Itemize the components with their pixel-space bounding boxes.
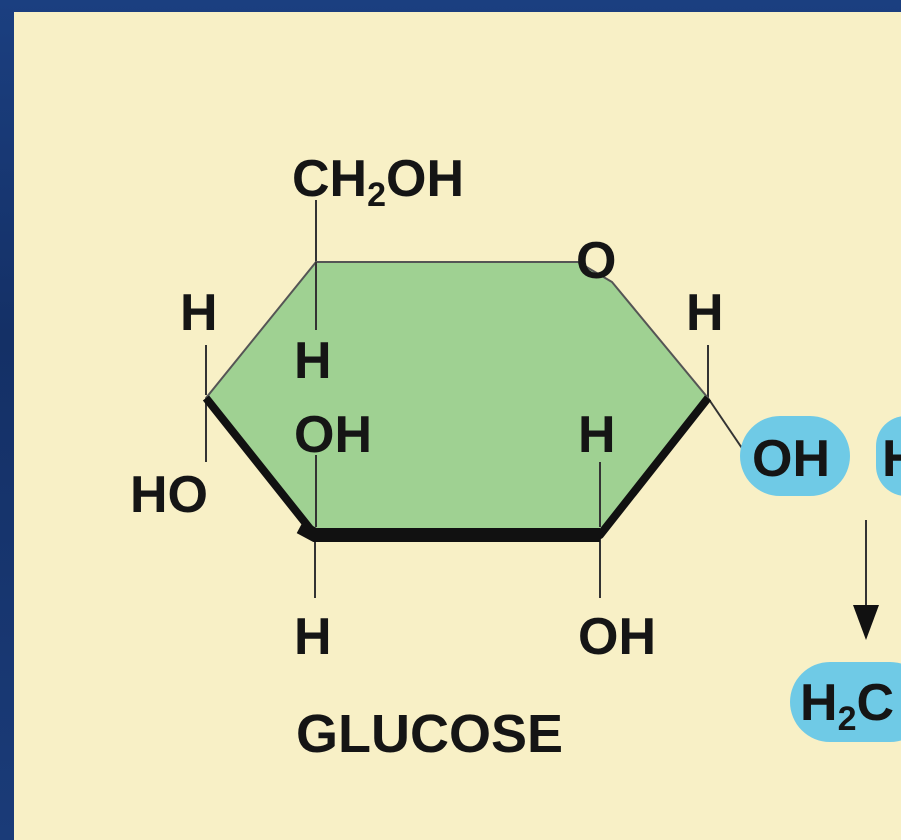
h-c1-label: H [686, 284, 724, 342]
glucose-caption: GLUCOSE [296, 704, 563, 764]
h-partial-label: H [882, 430, 901, 488]
h2o-label: H2C [800, 674, 894, 738]
oh-c1-label: OH [752, 430, 830, 488]
h-highlight-partial [876, 416, 901, 496]
oh-c4-label: OH [294, 406, 372, 464]
ho-left-label: HO [130, 466, 208, 524]
h-c4-bottom-label: H [294, 608, 332, 666]
oh-c2-label: OH [578, 608, 656, 666]
reaction-arrow-head [853, 605, 879, 640]
h2o-highlight [790, 662, 901, 742]
ring-oxygen-label: O [576, 232, 616, 290]
h-c4-top-label: H [294, 332, 332, 390]
ch2oh-label: CH2OH [292, 150, 464, 214]
ring-front-edge-bold [296, 520, 600, 542]
oh-highlight [740, 416, 850, 496]
h-left-top-label: H [180, 284, 218, 342]
h-c2-label: H [578, 406, 616, 464]
